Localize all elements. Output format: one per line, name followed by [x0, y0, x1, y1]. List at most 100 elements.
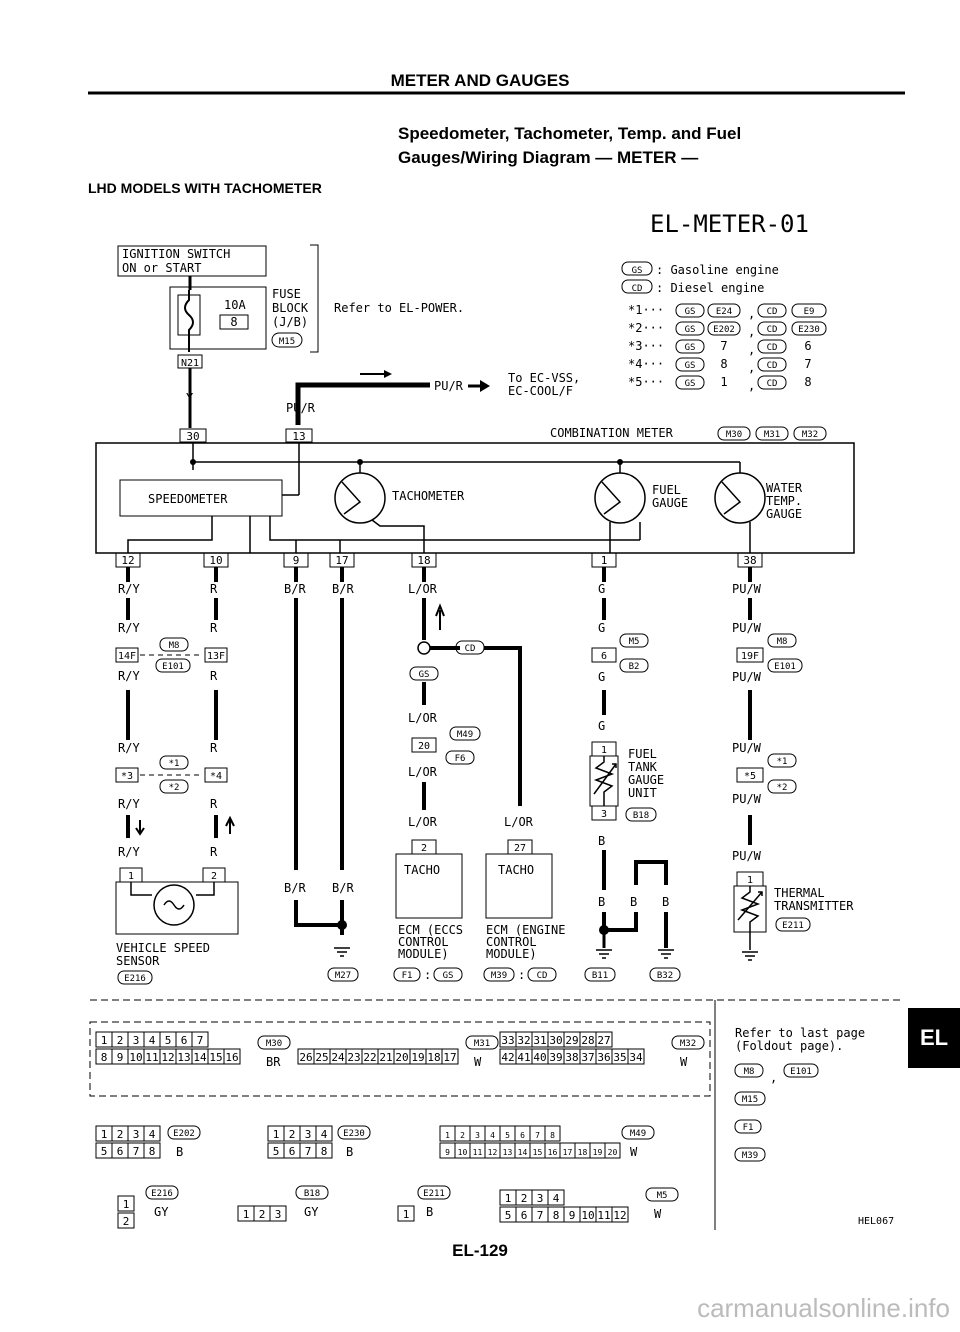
svg-text:7: 7	[133, 1145, 140, 1158]
svg-text:Refer to last page: Refer to last page	[735, 1026, 865, 1040]
svg-text:41: 41	[517, 1051, 530, 1064]
svg-text:4: 4	[490, 1131, 495, 1140]
svg-text:M49: M49	[630, 1129, 646, 1139]
svg-text:1: 1	[445, 1131, 450, 1140]
meter-terminal-9: 9	[283, 552, 309, 582]
watermark: carmanualsonline.info	[697, 1293, 950, 1323]
svg-text:32: 32	[517, 1034, 530, 1047]
svg-text:2: 2	[259, 1208, 266, 1221]
svg-text:THERMAL: THERMAL	[774, 886, 825, 900]
svg-text:PU/W: PU/W	[732, 582, 762, 596]
connector-name-m49: M49	[621, 1125, 655, 1140]
svg-text:1: 1	[747, 875, 753, 886]
svg-text:18: 18	[427, 1051, 440, 1064]
connector-name-m5: M5	[645, 1187, 679, 1202]
svg-text:26: 26	[299, 1051, 312, 1064]
legend-cd-pill: CD	[757, 339, 787, 354]
svg-text:1: 1	[123, 1198, 130, 1211]
legend-cd-conn: E9	[791, 303, 827, 318]
svg-text:3: 3	[133, 1034, 140, 1047]
svg-text:*2: *2	[169, 783, 180, 793]
fuse-block-label: FUSE	[272, 287, 301, 301]
svg-text:25: 25	[315, 1051, 328, 1064]
svg-text:17: 17	[563, 1148, 573, 1157]
combination-meter-label: COMBINATION METER	[550, 426, 674, 440]
svg-text:9: 9	[569, 1209, 576, 1222]
svg-text:E230: E230	[343, 1129, 365, 1139]
svg-text:B11: B11	[592, 971, 608, 981]
combo-connector-m31: M31	[755, 426, 789, 441]
svg-text:14F: 14F	[118, 651, 136, 662]
svg-text:6: 6	[117, 1145, 124, 1158]
svg-text:R: R	[210, 582, 218, 596]
tachometer-label: TACHOMETER	[392, 489, 465, 503]
fuse-amp: 10A	[224, 298, 246, 312]
legend-gs-pill: GS	[675, 375, 705, 390]
legend-gs-pill: GS	[675, 321, 705, 336]
svg-text:R/Y: R/Y	[118, 741, 140, 755]
ground-branch: B/R B/R B/R B/R M27	[284, 582, 359, 982]
svg-text:M5: M5	[657, 1191, 668, 1201]
svg-text:12: 12	[161, 1051, 174, 1064]
svg-text:14: 14	[193, 1051, 207, 1064]
svg-text:*3: *3	[121, 771, 133, 782]
svg-text:R/Y: R/Y	[118, 582, 140, 596]
svg-text:29: 29	[565, 1034, 578, 1047]
svg-text:M15: M15	[742, 1095, 758, 1105]
svg-text:20: 20	[608, 1148, 618, 1157]
svg-text:ECM (ENGINE: ECM (ENGINE	[486, 923, 565, 937]
svg-text:M39: M39	[742, 1151, 758, 1161]
meter-terminal-17: 17	[329, 552, 355, 582]
svg-text:20: 20	[395, 1051, 408, 1064]
svg-text:*1: *1	[169, 759, 180, 769]
svg-text:B18: B18	[633, 811, 649, 821]
svg-text::: :	[518, 968, 525, 982]
fuel-gauge-icon	[594, 472, 646, 524]
page-number: EL-129	[452, 1241, 508, 1260]
svg-text:G: G	[598, 719, 605, 733]
svg-text:W: W	[654, 1207, 662, 1221]
svg-text:*5: *5	[744, 771, 756, 782]
svg-text:6: 6	[521, 1209, 528, 1222]
to-ec-vss: To EC-VSS,	[508, 371, 580, 385]
svg-text:B: B	[176, 1145, 183, 1159]
svg-text:VEHICLE SPEED: VEHICLE SPEED	[116, 941, 210, 955]
svg-text:3: 3	[275, 1208, 282, 1221]
svg-text:8: 8	[550, 1131, 555, 1140]
svg-text:E211: E211	[423, 1189, 445, 1199]
section-tab: EL	[908, 1008, 960, 1068]
svg-text:10: 10	[129, 1051, 142, 1064]
diagram-id: EL-METER-01	[650, 210, 809, 238]
svg-text:1: 1	[128, 871, 134, 882]
svg-text:13: 13	[177, 1051, 190, 1064]
svg-text:CONTROL: CONTROL	[486, 935, 537, 949]
ignition-switch-state: ON or START	[122, 261, 201, 275]
svg-text:E216: E216	[151, 1189, 173, 1199]
svg-text:R/Y: R/Y	[118, 669, 140, 683]
svg-text:2: 2	[123, 1215, 130, 1228]
svg-text:E101: E101	[774, 662, 796, 672]
meter-terminal-12: 12	[115, 552, 141, 582]
svg-text:4: 4	[149, 1128, 156, 1141]
svg-text:W: W	[680, 1055, 688, 1069]
svg-text:PU/W: PU/W	[732, 621, 762, 635]
svg-text:B: B	[598, 895, 605, 909]
svg-text:CD: CD	[537, 971, 548, 981]
svg-text:M31: M31	[474, 1039, 490, 1049]
legend-mark: *2···	[628, 321, 664, 335]
meter-terminal-38: 38	[737, 552, 763, 582]
svg-text:13F: 13F	[207, 651, 225, 662]
svg-text::: :	[424, 968, 431, 982]
svg-text:6: 6	[601, 651, 607, 662]
svg-text:CD: CD	[767, 361, 778, 371]
vss-box	[115, 881, 239, 935]
svg-text:10: 10	[581, 1209, 594, 1222]
svg-text:E24: E24	[716, 307, 732, 317]
svg-text:1: 1	[403, 1208, 410, 1221]
svg-text:2: 2	[117, 1128, 124, 1141]
svg-text:19: 19	[593, 1148, 603, 1157]
